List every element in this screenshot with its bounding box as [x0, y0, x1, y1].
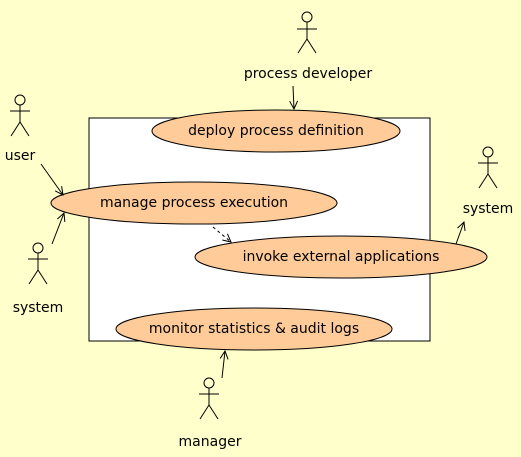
edge-invoke-to-system — [455, 222, 464, 245]
use-case-deploy[interactable]: deploy process definition — [151, 109, 401, 153]
actor-process-developer[interactable]: process developer — [244, 11, 373, 82]
use-case-manage-label: manage process execution — [100, 195, 288, 211]
actor-manager-label: manager — [179, 434, 242, 450]
actor-system-right-label: system — [463, 201, 514, 217]
edge-user-to-manage — [40, 163, 63, 195]
edge-system-to-manage — [51, 213, 64, 245]
actor-manager[interactable]: manager — [179, 377, 242, 450]
actor-system-left[interactable]: system — [13, 242, 64, 316]
use-case-invoke-label: invoke external applications — [243, 249, 440, 265]
actor-process-developer-label: process developer — [244, 66, 373, 82]
edge-manage-to-invoke — [212, 226, 231, 242]
use-case-manage[interactable]: manage process execution — [50, 181, 338, 225]
actor-user[interactable]: user — [5, 94, 36, 164]
actor-process-developer-icon — [297, 11, 317, 54]
actor-user-label: user — [5, 148, 36, 164]
actor-system-right[interactable]: system — [463, 146, 514, 217]
actor-system-right-icon — [478, 146, 498, 189]
edge-manager-to-monitor — [222, 351, 225, 379]
actor-system-left-icon — [28, 242, 48, 285]
actor-manager-icon — [199, 377, 219, 420]
actor-system-left-label: system — [13, 300, 64, 316]
use-case-invoke[interactable]: invoke external applications — [194, 235, 488, 279]
use-case-monitor[interactable]: monitor statistics & audit logs — [115, 307, 393, 351]
edge-process-developer-to-deploy — [293, 85, 294, 109]
actor-user-icon — [10, 94, 30, 137]
use-case-monitor-label: monitor statistics & audit logs — [149, 321, 359, 337]
use-case-deploy-label: deploy process definition — [188, 123, 364, 139]
system-boundary — [88, 117, 431, 342]
